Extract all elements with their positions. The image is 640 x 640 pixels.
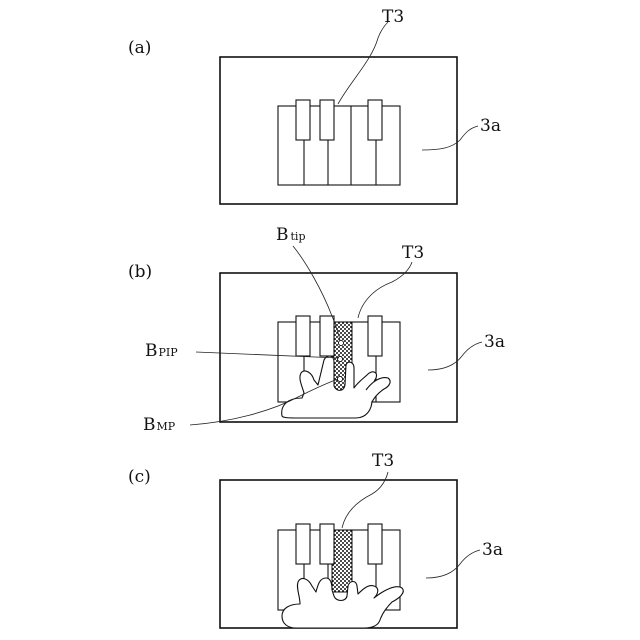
black-key bbox=[296, 524, 310, 564]
t3-label-b: T3 bbox=[402, 243, 424, 263]
btip-label-sub: tip bbox=[291, 230, 306, 243]
pip-joint-marker bbox=[337, 356, 342, 361]
black-key bbox=[368, 100, 382, 140]
black-key bbox=[296, 100, 310, 140]
black-key-t3 bbox=[320, 100, 334, 140]
panel-b-label: (b) bbox=[128, 262, 152, 282]
keyboard-a bbox=[278, 100, 400, 185]
bpip-label-main: B bbox=[145, 341, 158, 361]
black-key bbox=[368, 316, 382, 356]
btip-label: Btip bbox=[276, 225, 305, 245]
screen-label-c: 3a bbox=[482, 540, 503, 560]
bpip-label-sub: PIP bbox=[159, 346, 179, 359]
panel-c: (c) T3 3a bbox=[128, 451, 503, 628]
bpip-label: BPIP bbox=[145, 341, 178, 361]
bmp-label-sub: MP bbox=[157, 420, 176, 433]
bmp-label-main: B bbox=[143, 415, 156, 435]
t3-label-c: T3 bbox=[372, 451, 394, 471]
pressed-key-t3-highlight bbox=[332, 530, 352, 592]
mp-joint-marker bbox=[337, 376, 342, 381]
black-key bbox=[320, 316, 334, 356]
screen-label-a: 3a bbox=[480, 116, 501, 136]
panel-a: (a) T3 3a bbox=[128, 7, 501, 204]
panel-a-label: (a) bbox=[128, 38, 151, 58]
black-key bbox=[296, 316, 310, 356]
btip-label-main: B bbox=[276, 225, 289, 245]
panel-b: (b) T3 3a Btip BPIP BMP bbox=[128, 225, 505, 435]
black-key bbox=[368, 524, 382, 564]
fingertip-marker bbox=[338, 340, 343, 345]
black-key bbox=[320, 524, 334, 564]
panel-c-label: (c) bbox=[128, 467, 151, 487]
bmp-label: BMP bbox=[143, 415, 176, 435]
screen-label-b: 3a bbox=[484, 332, 505, 352]
t3-label-a: T3 bbox=[382, 7, 404, 27]
